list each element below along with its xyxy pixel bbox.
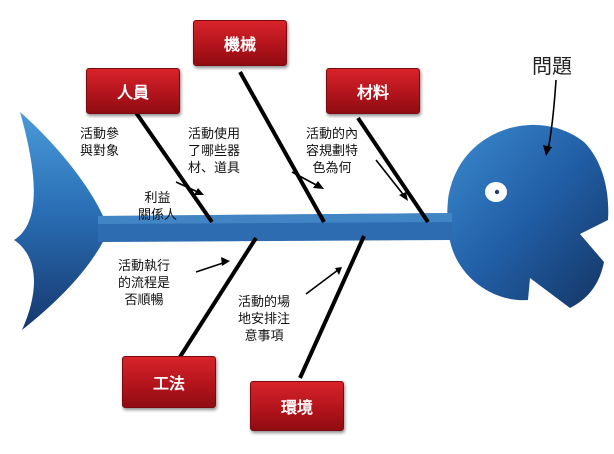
- category-material: 材料: [326, 68, 420, 114]
- note-material: 活動的內 容規劃特 色為何: [306, 127, 359, 176]
- problem-label: 問題: [532, 54, 572, 78]
- category-machine: 機械: [193, 20, 287, 66]
- note-machine: 活動使用 了哪些器 材、道具: [188, 127, 241, 176]
- category-environment: 環境: [250, 381, 344, 431]
- note-environment: 活動的場 地安排注 意事項: [238, 295, 291, 344]
- bone-environment: [298, 235, 366, 379]
- note-method: 活動執行 的流程是 否順暢: [118, 259, 171, 308]
- bone-material: [356, 116, 430, 224]
- category-people: 人員: [86, 68, 180, 114]
- bone-people: [128, 102, 214, 224]
- note-people: 活動參 與對象: [80, 127, 120, 159]
- category-method: 工法: [122, 356, 216, 408]
- fish-tail: [14, 112, 104, 330]
- fish-head: [447, 124, 609, 308]
- note-stakeholders: 利益 關係人: [138, 191, 178, 223]
- bone-machine: [238, 71, 326, 223]
- bone-method: [176, 236, 258, 362]
- arrow-heads: [194, 145, 552, 275]
- annotation-arrows: [175, 79, 557, 295]
